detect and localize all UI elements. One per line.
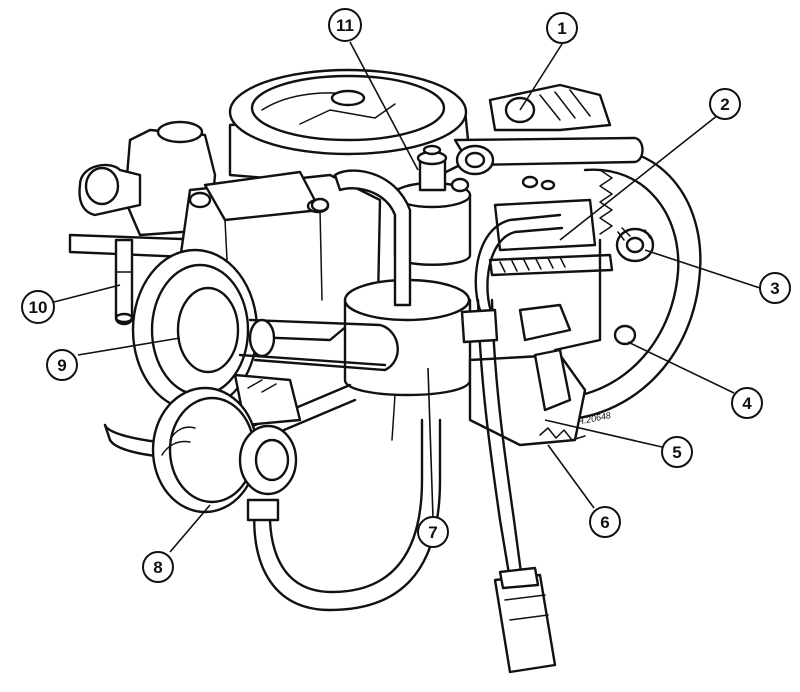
- vacuum-diaphragm-small: [151, 373, 302, 514]
- svg-text:9: 9: [57, 356, 66, 375]
- callout-8: 8: [142, 551, 174, 583]
- vacuum-diaphragm-large: [131, 248, 259, 412]
- callout-10: 10: [21, 290, 55, 324]
- callout-3: 3: [759, 272, 791, 304]
- svg-text:2: 2: [720, 95, 729, 114]
- svg-text:11: 11: [336, 16, 354, 35]
- svg-text:4: 4: [742, 394, 752, 413]
- tower: [333, 144, 472, 307]
- callout-4: 4: [731, 387, 763, 419]
- callout-2: 2: [709, 88, 741, 120]
- linkage: [453, 83, 655, 352]
- callout-9: 9: [46, 349, 78, 381]
- svg-text:3: 3: [770, 279, 779, 298]
- callout-6: 6: [589, 506, 621, 538]
- svg-text:5: 5: [672, 443, 681, 462]
- spigot-pipe: [114, 238, 134, 326]
- wiring-harness: [460, 213, 564, 674]
- svg-text:1: 1: [557, 19, 566, 38]
- callout-5: 5: [661, 436, 693, 468]
- svg-text:7: 7: [428, 523, 437, 542]
- callout-7: 7: [417, 516, 449, 548]
- svg-text:8: 8: [153, 558, 162, 577]
- svg-text:6: 6: [600, 513, 609, 532]
- callout-1: 1: [546, 12, 578, 44]
- callout-11: 11: [328, 8, 362, 42]
- air-horn: [228, 68, 472, 192]
- leader-lines: [53, 41, 761, 553]
- fittings: [188, 175, 556, 213]
- svg-text:10: 10: [29, 298, 48, 317]
